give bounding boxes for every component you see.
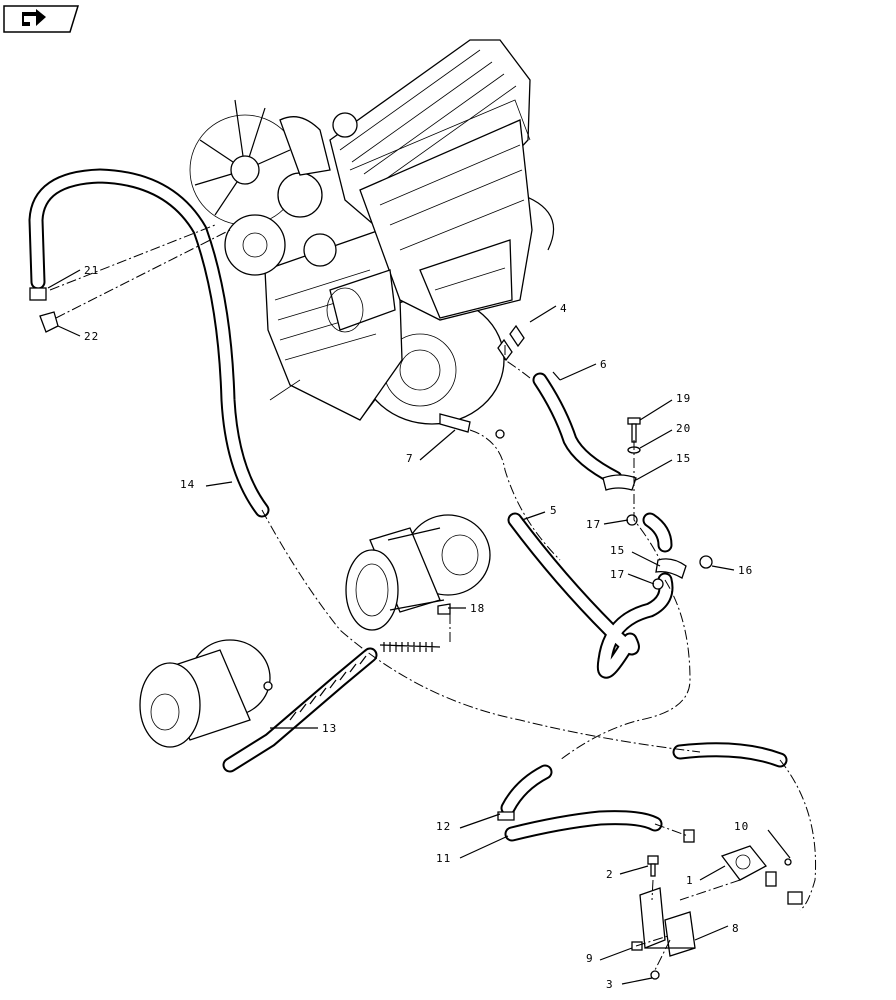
svg-text:3: 3 — [606, 978, 614, 991]
callout-10: 10 — [734, 820, 791, 859]
fitting-12 — [497, 811, 515, 821]
callout-5: 5 — [521, 504, 558, 521]
svg-text:19: 19 — [676, 392, 691, 405]
svg-text:8: 8 — [732, 922, 740, 935]
engine-assembly — [189, 39, 555, 425]
clamp-15-upper — [602, 474, 637, 491]
fitting-21 — [29, 287, 47, 301]
svg-text:4: 4 — [560, 302, 568, 315]
callout-14: 14 — [180, 478, 233, 491]
fitting-22 — [39, 311, 59, 333]
nut-3 — [650, 970, 660, 980]
callout-6: 6 — [559, 358, 608, 381]
svg-text:2: 2 — [606, 868, 614, 881]
svg-text:22: 22 — [84, 330, 99, 343]
svg-text:9: 9 — [586, 952, 594, 965]
nut-17-lower — [652, 578, 664, 590]
callout-22: 22 — [57, 325, 99, 343]
svg-text:5: 5 — [550, 504, 558, 517]
callout-17-lower: 17 — [610, 568, 655, 585]
svg-text:16: 16 — [738, 564, 753, 577]
callout-4: 4 — [529, 302, 568, 323]
drive-motor-left — [139, 639, 273, 748]
callout-19: 19 — [639, 392, 691, 421]
callout-15-upper: 15 — [635, 452, 691, 481]
nut-17-upper — [626, 514, 638, 526]
svg-text:7: 7 — [406, 452, 414, 465]
svg-text:14: 14 — [180, 478, 195, 491]
callout-3: 3 — [606, 977, 653, 991]
bolt-2 — [647, 855, 659, 877]
clamp-15-lower — [655, 558, 687, 579]
bolt-10 — [784, 858, 792, 866]
hose-11 — [504, 810, 663, 842]
callout-8: 8 — [694, 922, 740, 941]
svg-text:17: 17 — [610, 568, 625, 581]
fitting-7 — [439, 413, 505, 439]
svg-text:17: 17 — [586, 518, 601, 531]
svg-text:11: 11 — [436, 852, 451, 865]
callout-15-lower: 15 — [610, 544, 661, 567]
svg-text:10: 10 — [734, 820, 749, 833]
svg-text:21: 21 — [84, 264, 99, 277]
svg-text:12: 12 — [436, 820, 451, 833]
callout-1: 1 — [686, 865, 726, 887]
navigation-arrow-icon[interactable] — [3, 5, 80, 33]
hose-13 — [222, 647, 378, 773]
bolt-19 — [627, 417, 641, 443]
callout-13: 13 — [270, 722, 337, 735]
callout-16: 16 — [711, 564, 753, 577]
callout-17-upper: 17 — [586, 518, 629, 531]
svg-text:20: 20 — [676, 422, 691, 435]
hose-6 — [532, 371, 623, 486]
svg-text:13: 13 — [322, 722, 337, 735]
hose-12 — [500, 742, 788, 816]
spiral-wrap — [379, 642, 441, 652]
svg-text:18: 18 — [470, 602, 485, 615]
callout-9: 9 — [586, 947, 633, 965]
drive-motor-right — [345, 514, 491, 631]
hose-14 — [28, 168, 270, 518]
hose-5 — [507, 512, 674, 679]
callout-2: 2 — [606, 865, 649, 881]
routing-lines — [49, 224, 817, 971]
callout-12: 12 — [436, 813, 501, 833]
fitting-16 — [699, 555, 713, 569]
fitting-18 — [437, 603, 451, 615]
fitting-4 — [497, 324, 525, 362]
valve-1 — [683, 829, 803, 905]
callout-11: 11 — [436, 835, 509, 865]
callout-18: 18 — [448, 602, 485, 615]
svg-text:15: 15 — [610, 544, 625, 557]
svg-text:15: 15 — [676, 452, 691, 465]
callout-7: 7 — [406, 429, 456, 465]
callout-20: 20 — [639, 422, 691, 449]
bracket-8 — [639, 887, 696, 957]
svg-text:6: 6 — [600, 358, 608, 371]
svg-text:1: 1 — [686, 874, 694, 887]
callout-21: 21 — [47, 264, 99, 289]
